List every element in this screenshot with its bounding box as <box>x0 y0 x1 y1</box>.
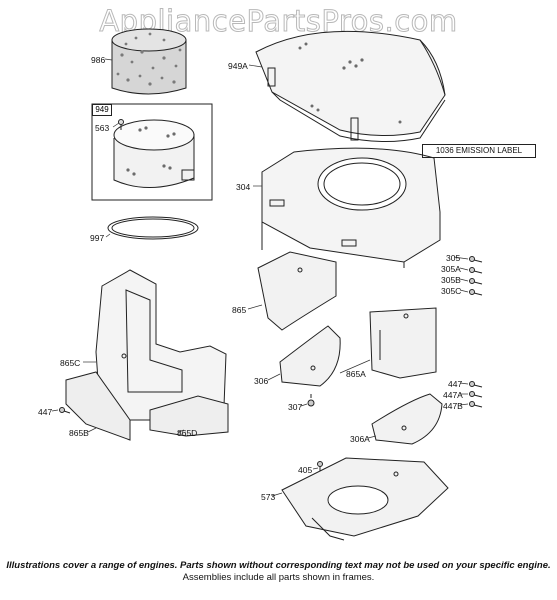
part-865A-baffle[interactable] <box>370 308 436 378</box>
part-865C-cylinder-shroud[interactable] <box>96 270 226 420</box>
callout-865B: 865B <box>69 428 89 438</box>
callout-305C: 305C <box>441 286 462 296</box>
callout-307: 307 <box>288 402 303 412</box>
callout-305A: 305A <box>441 264 461 274</box>
part-307-screw[interactable] <box>308 394 314 406</box>
part-563-screw[interactable] <box>119 120 124 131</box>
callout-447B: 447B <box>443 401 463 411</box>
part-447-screws-right[interactable] <box>470 382 483 408</box>
callout-447A: 447A <box>443 390 463 400</box>
callout-997: 997 <box>90 233 105 243</box>
assembly-frame-label: 949 <box>92 104 112 116</box>
callout-304: 304 <box>236 182 251 192</box>
callout-405: 405 <box>298 465 313 475</box>
part-865D-baffle[interactable] <box>150 396 228 436</box>
callout-306: 306 <box>254 376 269 386</box>
callout-865C: 865C <box>60 358 81 368</box>
part-997-seal-ring[interactable] <box>108 217 198 239</box>
callout-447-right: 447 <box>448 379 463 389</box>
callout-305B: 305B <box>441 275 461 285</box>
assembly-frame-949 <box>92 104 212 200</box>
part-447-screw-left[interactable] <box>60 408 71 414</box>
part-986-air-filter-foam[interactable] <box>112 29 186 94</box>
callout-306A: 306A <box>350 434 370 444</box>
part-573-back-plate[interactable] <box>282 458 448 540</box>
callout-573: 573 <box>261 492 276 502</box>
part-949-air-cleaner-base[interactable] <box>114 120 194 188</box>
part-949A-air-cleaner-cover[interactable] <box>256 31 445 141</box>
part-865-cylinder-baffle[interactable] <box>258 252 336 330</box>
callout-865: 865 <box>232 305 247 315</box>
part-306A-cylinder-shield[interactable] <box>372 394 442 444</box>
callout-949A: 949A <box>228 61 248 71</box>
emission-label-box: 1036 EMISSION LABEL <box>422 144 536 158</box>
disclaimer-text: Illustrations cover a range of engines. … <box>6 560 551 571</box>
part-305-screws[interactable] <box>470 257 483 296</box>
assemblies-note: Assemblies include all parts shown in fr… <box>182 572 375 583</box>
callout-986: 986 <box>91 55 106 65</box>
callout-447-left: 447 <box>38 407 53 417</box>
part-865B-baffle[interactable] <box>66 372 130 440</box>
part-405-screw[interactable] <box>318 462 323 475</box>
part-306-cylinder-shield[interactable] <box>280 326 340 386</box>
part-304-blower-housing[interactable] <box>262 148 440 268</box>
callout-563: 563 <box>95 123 110 133</box>
callout-305: 305 <box>446 253 461 263</box>
callout-865A: 865A <box>346 369 366 379</box>
callout-865D: 865D <box>177 428 198 438</box>
